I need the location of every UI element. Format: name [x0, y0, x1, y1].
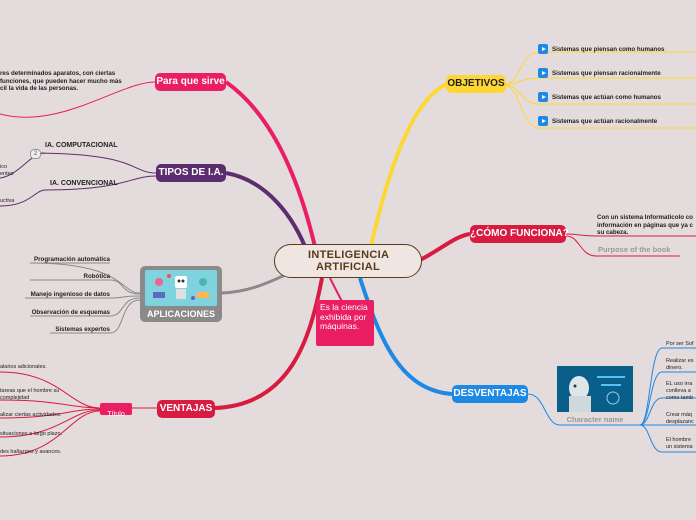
desventajas-node[interactable]: DESVENTAJAS — [452, 385, 528, 403]
desventaja-item[interactable]: Crear máq desplazanc — [666, 412, 694, 425]
desventaja-item[interactable]: El hombre un sistema — [666, 437, 693, 450]
branch-objetivos — [366, 82, 448, 261]
badge-count: 2 — [33, 151, 38, 157]
aplicaciones-node[interactable]: APLICACIONES — [140, 266, 222, 322]
para-que-sirve-node[interactable]: Para que sirve — [155, 73, 226, 91]
aplicacion-item[interactable]: Manejo ingenioso de datos — [30, 291, 110, 298]
desventaja-item[interactable]: EL uso irra conlleva a como tamb — [666, 381, 694, 401]
aplicacion-item[interactable]: Sistemas expertos — [55, 326, 110, 333]
tipos-fragment-1: ico — [0, 164, 8, 170]
para-que-sirve-text: res determinados aparatos, con ciertas f… — [0, 70, 122, 92]
central-topic[interactable]: INTELIGENCIA ARTIFICIAL — [274, 244, 422, 278]
desventaja-item[interactable]: Por ser Sof — [666, 341, 694, 347]
ventajas-node[interactable]: VENTAJAS — [157, 400, 215, 418]
tipos-fragment-2: entes — [0, 171, 14, 177]
branch-para-que-sirve — [224, 80, 320, 261]
play-icon — [538, 68, 548, 79]
objetivo-item-label: Sistemas que piensan como humanos — [552, 46, 665, 53]
objetivo-item-label: Sistemas que actúan como humanos — [552, 94, 661, 101]
objetivos-node[interactable]: OBJETIVOS — [446, 75, 506, 93]
ventaja-item[interactable]: tareas que el hombre su complejidad — [0, 388, 60, 401]
tipos-computacional[interactable]: IA. COMPUTACIONAL — [45, 142, 118, 149]
aplicacion-item[interactable]: Observación de esquemas — [31, 309, 110, 316]
branch-ventajas — [214, 277, 324, 410]
ventaja-item[interactable]: alarios adicionales. — [0, 364, 47, 370]
character-name-caption: Character name — [566, 415, 624, 424]
desventaja-item[interactable]: Realizar es dinero. — [666, 358, 694, 371]
purpose-placeholder[interactable]: Purpose of the book — [598, 245, 671, 254]
tipos-fragment-3: uctiva — [0, 198, 15, 204]
play-icon — [538, 44, 548, 55]
tipos-convencional[interactable]: IA. CONVENCIONAL — [50, 180, 118, 187]
ventaja-item[interactable]: des hallazgos y avances. — [0, 449, 62, 455]
aplicaciones-image — [145, 270, 217, 306]
robot-head-icon — [569, 376, 625, 412]
ventajas-subtopic-label: Título — [107, 411, 125, 418]
objetivo-item-label: Sistemas que piensan racionalmente — [552, 70, 661, 77]
branch-desventajas — [358, 277, 453, 396]
como-funciona-text[interactable]: Con un sistema Informaticolo co informac… — [597, 214, 693, 236]
definition-card[interactable]: Es la ciencia exhibida por máquinas. — [316, 300, 374, 346]
tipos-node[interactable]: TIPOS DE I.A. — [156, 164, 226, 182]
aplicacion-item[interactable]: Robótica — [83, 273, 110, 280]
robot-photo — [557, 366, 633, 412]
aplicacion-item[interactable]: Programación automática — [34, 256, 110, 263]
ventajas-subtopic[interactable]: Título — [100, 403, 132, 418]
ventaja-item[interactable]: alizar ciertas actividades. — [0, 412, 62, 418]
play-icon — [538, 116, 548, 127]
collapsed-count-badge[interactable]: 2 — [30, 149, 41, 159]
desventajas-image-card[interactable]: Character name — [557, 366, 633, 424]
robot-illustration-icon — [153, 274, 209, 300]
como-funciona-node[interactable]: ¿CÓMO FUNCIONA? — [470, 225, 569, 243]
play-icon — [538, 92, 548, 103]
definition-text: Es la ciencia exhibida por máquinas. — [320, 302, 368, 331]
ventaja-item[interactable]: situaciones a largo plazo. — [0, 431, 63, 437]
aplicaciones-label: APLICACIONES — [146, 309, 215, 319]
objetivo-item[interactable]: Sistemas que actúan como humanos — [538, 92, 661, 103]
objetivo-item[interactable]: Sistemas que piensan racionalmente — [538, 68, 661, 79]
central-topic-title: INTELIGENCIA ARTIFICIAL — [308, 249, 390, 273]
objetivo-item-label: Sistemas que actúan racionalmente — [552, 118, 658, 125]
branch-como-funciona — [419, 232, 471, 262]
objetivo-item[interactable]: Sistemas que piensan como humanos — [538, 44, 664, 55]
objetivo-item[interactable]: Sistemas que actúan racionalmente — [538, 116, 657, 127]
